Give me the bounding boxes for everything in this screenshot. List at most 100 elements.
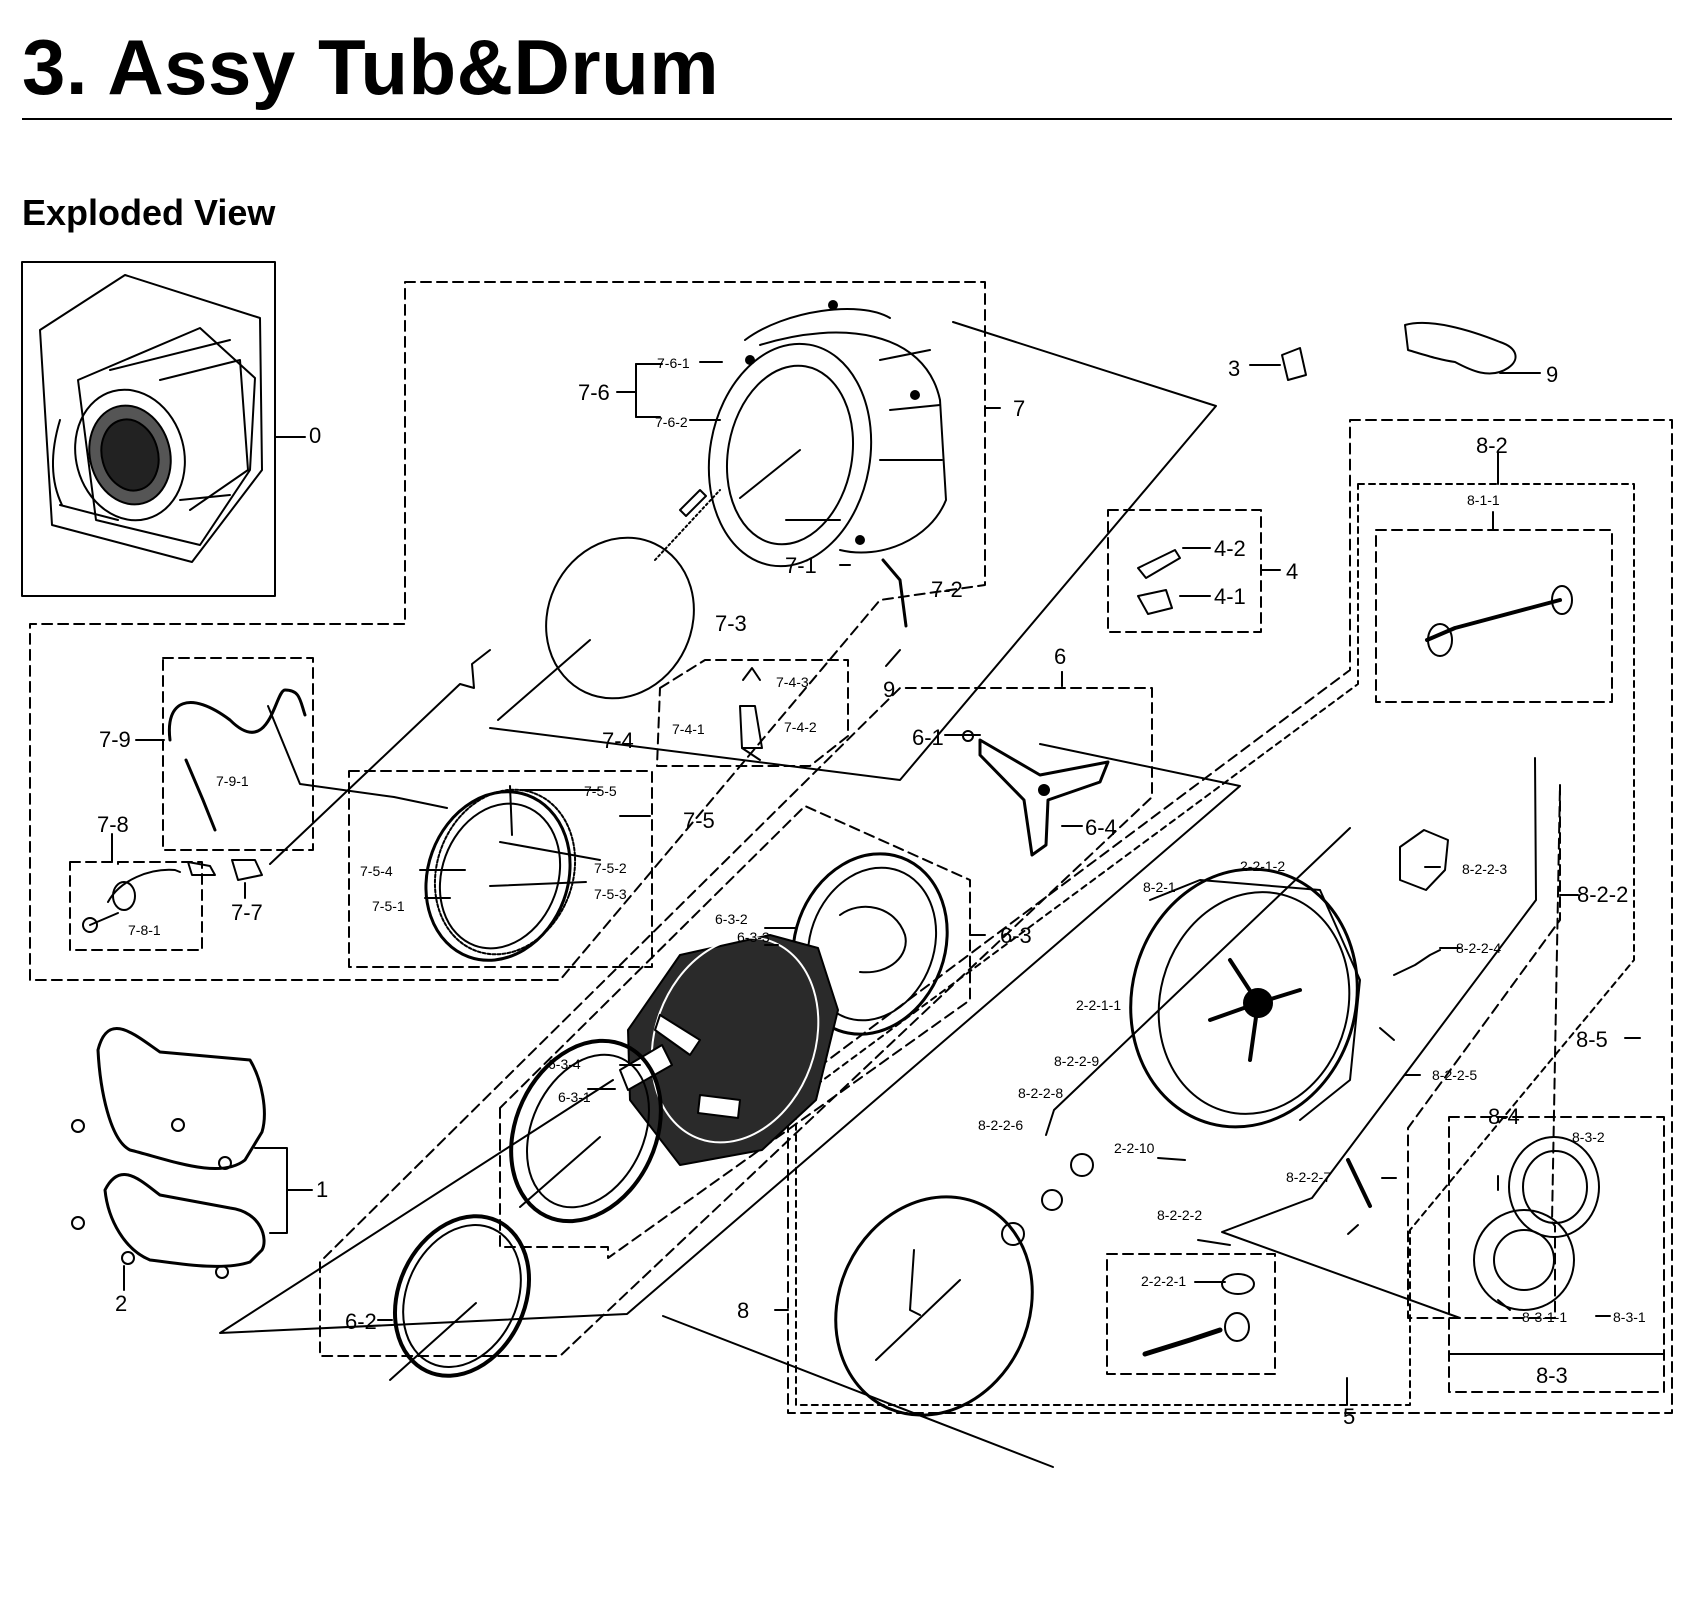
callout-8-3: 8-3 [1536, 1363, 1568, 1388]
callout-4-1: 4-1 [1214, 584, 1246, 609]
callout-8-4: 8-4 [1488, 1104, 1520, 1129]
brackets-1-2 [71, 1027, 313, 1291]
group-7-4-frame [656, 659, 849, 767]
callout-7-9-1: 7-9-1 [216, 773, 249, 789]
callout-8-3-1-1: 8-3-1-1 [1522, 1309, 1567, 1325]
assembly-strips [219, 321, 1537, 1468]
callout-2: 2 [115, 1291, 127, 1316]
callout-7-4-2: 7-4-2 [784, 719, 817, 735]
callout-8-1-1: 8-1-1 [1467, 492, 1500, 508]
callout-labels: 0 1 2 3 4 4-1 4-2 5 6 6-1 6-2 6-3 6-3-1 … [97, 355, 1646, 1429]
callout-8-2-2-6: 8-2-2-6 [978, 1117, 1023, 1133]
callout-7-5-1: 7-5-1 [372, 898, 405, 914]
callout-7-6-1: 7-6-1 [657, 355, 690, 371]
callout-2-2-10: 2-2-10 [1114, 1140, 1155, 1156]
group-8-frame-inner [795, 483, 1635, 1406]
callout-6-3-1: 6-3-1 [558, 1089, 591, 1105]
callout-1: 1 [316, 1177, 328, 1202]
group-4-parts [1137, 547, 1281, 615]
group-7-9-frame [162, 657, 314, 851]
group-frames [29, 281, 1673, 1414]
callout-2-2-1-1: 2-2-1-1 [1076, 997, 1121, 1013]
group-8-3-frame [1448, 1116, 1665, 1393]
callout-6-3-4: 6-3-4 [548, 1056, 581, 1072]
strip-8-2b [1045, 827, 1351, 1136]
section-title: Exploded View [22, 192, 276, 233]
group-7-5-parts [419, 785, 651, 962]
strip-7 [489, 321, 1217, 781]
callout-8-2-1: 8-2-1 [1143, 879, 1176, 895]
callout-7-8-1: 7-8-1 [128, 922, 161, 938]
part-3-sensor [1249, 347, 1307, 381]
callout-6: 6 [1054, 644, 1066, 669]
callout-5: 5 [1343, 1404, 1355, 1429]
callout-7-3: 7-3 [715, 611, 747, 636]
part-9-weight [1404, 321, 1541, 375]
callout-7-5-2: 7-5-2 [594, 860, 627, 876]
callout-7-6: 7-6 [578, 380, 610, 405]
callout-9-weight: 9 [1546, 362, 1558, 387]
callout-8: 8 [737, 1298, 749, 1323]
callout-7-7: 7-7 [231, 900, 263, 925]
callout-6-1: 6-1 [912, 725, 944, 750]
callout-7-9: 7-9 [99, 727, 131, 752]
callout-8-5: 8-5 [1576, 1027, 1608, 1052]
group-4-frame [1107, 509, 1262, 633]
zigzag-line [269, 649, 491, 865]
callout-6-3-3: 6-3-3 [737, 929, 770, 945]
callout-8-3-1: 8-3-1 [1613, 1309, 1646, 1325]
callout-7-5-5: 7-5-5 [584, 783, 617, 799]
tub-rear-8 [774, 452, 1665, 1417]
drum-6 [377, 671, 1110, 1381]
callout-2-2-2-1: 2-2-2-1 [1141, 1273, 1186, 1289]
callout-4: 4 [1286, 559, 1298, 584]
group-8-2-2-2-frame [1106, 1253, 1276, 1375]
tub-front-7 [497, 300, 1001, 761]
group-7-8-frame [69, 861, 203, 951]
callout-8-2-2-5: 8-2-2-5 [1432, 1067, 1477, 1083]
callout-8-2-2-8: 8-2-2-8 [1018, 1085, 1063, 1101]
callout-7-2: 7-2 [931, 577, 963, 602]
callout-6-3-2: 6-3-2 [715, 911, 748, 927]
callout-7-4: 7-4 [602, 728, 634, 753]
group-6-frame [319, 687, 1153, 1357]
callout-8-2-2-2: 8-2-2-2 [1157, 1207, 1202, 1223]
callout-3: 3 [1228, 356, 1240, 381]
hoses-7-7-7-8-7-9 [82, 688, 307, 933]
callout-6-4: 6-4 [1085, 815, 1117, 840]
page-title: 3. Assy Tub&Drum [22, 23, 720, 111]
callout-7-5-3: 7-5-3 [594, 886, 627, 902]
callout-7: 7 [1013, 396, 1025, 421]
callout-7-4-1: 7-4-1 [672, 721, 705, 737]
leader-7-9-tub [267, 705, 448, 809]
inset-frame [21, 261, 276, 597]
callout-7-1: 7-1 [785, 553, 817, 578]
callout-7-6-2: 7-6-2 [655, 414, 688, 430]
title-rule [22, 118, 1672, 120]
strip-8 [662, 1315, 1054, 1468]
callout-8-2: 8-2 [1476, 433, 1508, 458]
strip-6 [219, 743, 1241, 1334]
callout-6-2: 6-2 [345, 1309, 377, 1334]
assembled-inset [21, 261, 306, 597]
callout-4-2: 4-2 [1214, 536, 1246, 561]
callout-7-4-3: 7-4-3 [776, 674, 809, 690]
strip-8-2 [1221, 757, 1537, 1319]
callout-8-2-2-4: 8-2-2-4 [1456, 940, 1501, 956]
callout-8-3-2: 8-3-2 [1572, 1129, 1605, 1145]
group-8-frame-outer [787, 419, 1673, 1414]
callout-6-3: 6-3 [1000, 923, 1032, 948]
callout-7-8: 7-8 [97, 812, 129, 837]
callout-8-2-2: 8-2-2 [1577, 882, 1628, 907]
group-7-5-frame [348, 770, 653, 968]
callout-2-2-1-2: 2-2-1-2 [1240, 858, 1285, 874]
group-7-frame [29, 281, 986, 981]
callout-8-2-2-3: 8-2-2-3 [1462, 861, 1507, 877]
callout-8-2-2-9: 8-2-2-9 [1054, 1053, 1099, 1069]
callout-7-5-4: 7-5-4 [360, 863, 393, 879]
callout-0: 0 [309, 423, 321, 448]
callout-7-5: 7-5 [683, 808, 715, 833]
callout-9-screw: 9 [883, 677, 895, 702]
